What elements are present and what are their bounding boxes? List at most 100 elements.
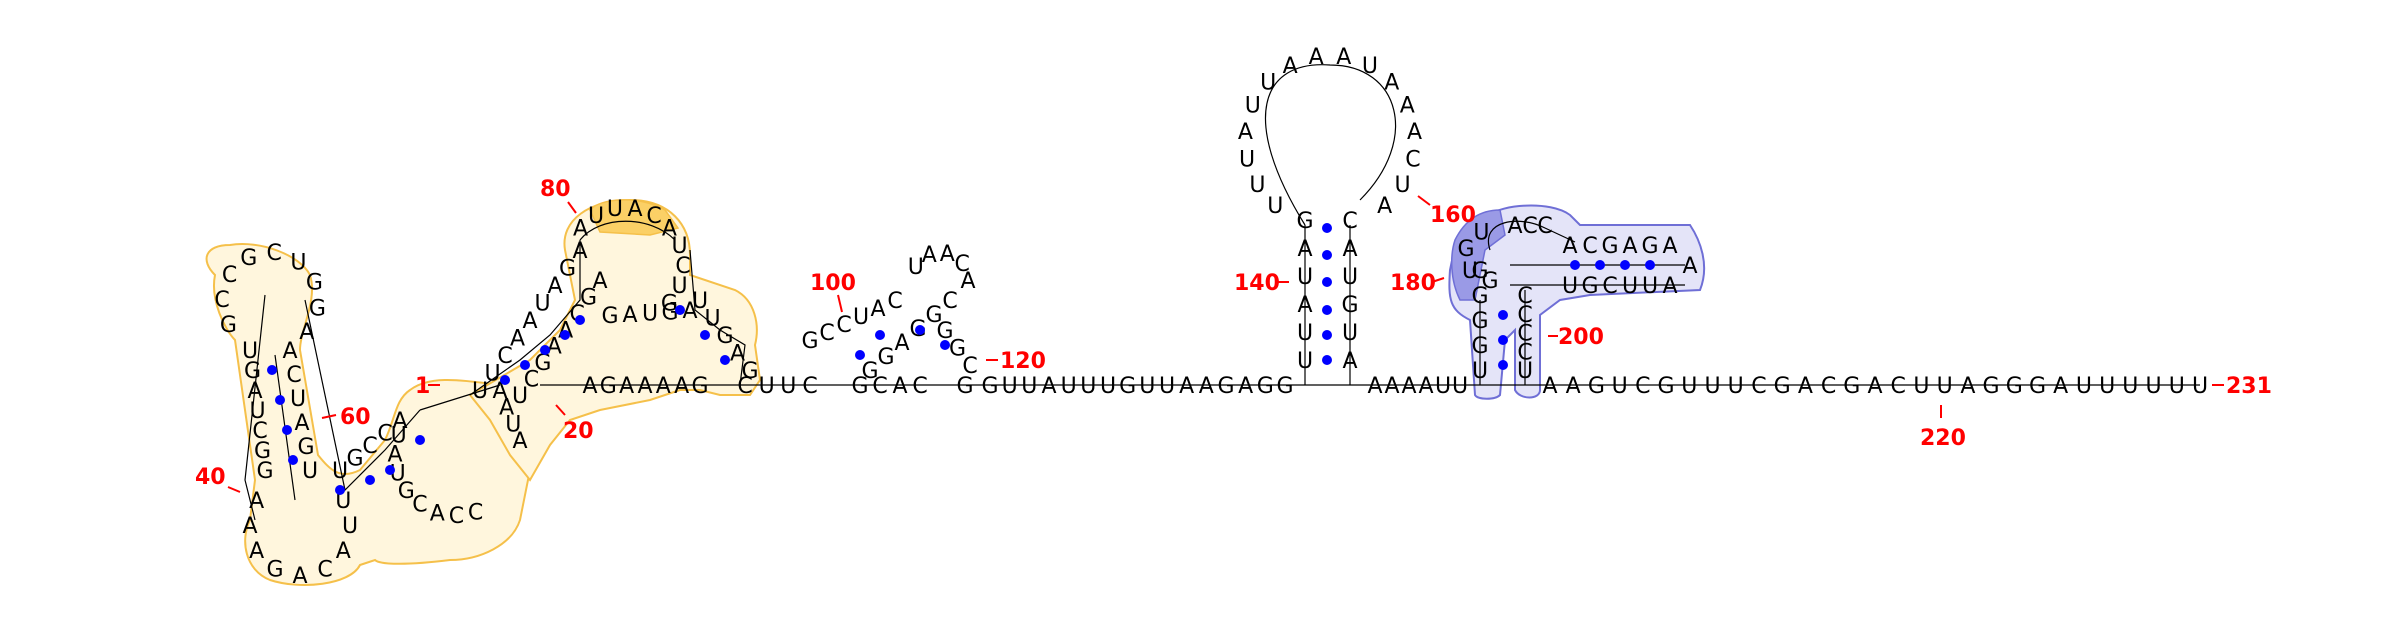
nucleotide-u: U — [1267, 194, 1283, 219]
nucleotide-u: U — [290, 387, 306, 412]
base-pair-dot — [1570, 260, 1580, 270]
base-pair-dot — [365, 475, 375, 485]
nucleotide-g: G — [220, 313, 237, 338]
nucleotide-a: A — [1041, 374, 1056, 399]
nucleotide-g: G — [877, 345, 894, 370]
nucleotide-a: A — [1507, 214, 1522, 239]
nucleotide-u: U — [1061, 374, 1077, 399]
nucleotide-c: C — [872, 374, 887, 399]
nucleotide-a: A — [1377, 194, 1392, 219]
nucleotide-a: A — [249, 489, 264, 514]
nucleotide-c: C — [912, 374, 927, 399]
highlight-region-blue — [1448, 204, 1706, 400]
base-pair-dot — [675, 305, 685, 315]
nucleotide-g: G — [1471, 259, 1488, 284]
nucleotide-a: A — [1662, 274, 1677, 299]
nucleotide-u: U — [534, 292, 550, 317]
base-pair-dot — [500, 375, 510, 385]
nucleotide-a: A — [894, 331, 909, 356]
nucleotide-a: A — [1401, 374, 1416, 399]
nucleotide-c: C — [497, 344, 512, 369]
base-pair-dot — [415, 435, 425, 445]
nucleotide-a: A — [619, 374, 634, 399]
nucleotide-u: U — [242, 339, 258, 364]
nucleotide-u: U — [1704, 374, 1720, 399]
nucleotide-g: G — [306, 271, 323, 296]
nucleotide-c: C — [1517, 340, 1532, 365]
nucleotide-c: C — [214, 288, 229, 313]
nucleotide-c: C — [962, 354, 977, 379]
nucleotide-a: A — [960, 269, 975, 294]
nucleotide-u: U — [671, 234, 687, 259]
nucleotide-a: A — [1960, 374, 1975, 399]
nucleotide-a: A — [547, 335, 562, 360]
nucleotide-a: A — [662, 217, 677, 242]
nucleotide-c: C — [1537, 214, 1552, 239]
nucleotide-a: A — [1336, 45, 1351, 70]
nucleotide-g: G — [851, 374, 868, 399]
nucleotide-g: G — [2006, 374, 2023, 399]
nucleotide-u: U — [1681, 374, 1697, 399]
nucleotide-u: U — [1462, 259, 1478, 284]
position-label-80: 80 — [540, 177, 571, 202]
nucleotide-c: C — [1522, 214, 1537, 239]
nucleotide-c: C — [377, 422, 392, 447]
nucleotide-a: A — [492, 379, 507, 404]
nucleotide-a: A — [282, 339, 297, 364]
nucleotide-a: A — [1283, 54, 1298, 79]
nucleotide-c: C — [317, 557, 332, 582]
nucleotide-u: U — [342, 514, 358, 539]
nucleotide-u: U — [671, 274, 687, 299]
nucleotide-a: A — [682, 299, 697, 324]
nucleotide-g: G — [244, 359, 261, 384]
nucleotide-c: C — [675, 254, 690, 279]
base-pair-dot — [540, 345, 550, 355]
base-pair-dot — [940, 340, 950, 350]
nucleotide-a: A — [656, 374, 671, 399]
nucleotide-u: U — [1002, 374, 1018, 399]
nucleotide-g: G — [1471, 284, 1488, 309]
nucleotide-u: U — [2122, 374, 2138, 399]
position-label-180: 180 — [1390, 271, 1436, 296]
nucleotide-a: A — [1542, 374, 1557, 399]
nucleotide-a: A — [1199, 374, 1214, 399]
base-pair-dot — [275, 395, 285, 405]
nucleotide-a: A — [1682, 254, 1697, 279]
nucleotide-u: U — [2076, 374, 2092, 399]
nucleotide-u: U — [1297, 265, 1313, 290]
nucleotide-c: C — [252, 419, 267, 444]
nucleotide-a: A — [292, 564, 307, 589]
nucleotide-u: U — [1913, 374, 1929, 399]
yellow-strong-highlight — [589, 199, 680, 236]
nucleotide-a: A — [499, 396, 514, 421]
nucleotide-u: U — [1297, 349, 1313, 374]
nucleotide-a: A — [1309, 45, 1324, 70]
nucleotide-g: G — [1581, 274, 1598, 299]
nucleotide-c: C — [449, 504, 464, 529]
nucleotide-g: G — [801, 329, 818, 354]
base-pair-dot — [1322, 223, 1332, 233]
nucleotide-u: U — [607, 197, 623, 222]
base-pair-dot — [915, 325, 925, 335]
nucleotide-u: U — [853, 305, 869, 330]
nucleotide-c: C — [1751, 374, 1766, 399]
backbone-hairpin-140 — [1264, 64, 1396, 385]
nucleotide-a: A — [510, 327, 525, 352]
nucleotide-g: G — [936, 319, 953, 344]
nucleotide-g: G — [1588, 374, 1605, 399]
nucleotide-g: G — [240, 246, 257, 271]
nucleotide-g: G — [1119, 374, 1136, 399]
nucleotide-c: C — [222, 263, 237, 288]
nucleotide-u: U — [290, 250, 306, 275]
nucleotide-a: A — [674, 374, 689, 399]
base-pair-dot — [1322, 250, 1332, 260]
nucleotide-a: A — [1384, 374, 1399, 399]
nucleotide-g: G — [661, 291, 678, 316]
nucleotide-u: U — [512, 384, 528, 409]
nucleotide-c: C — [412, 493, 427, 518]
nucleotide-g: G — [741, 359, 758, 384]
nucleotide-g: G — [1843, 374, 1860, 399]
nucleotide-g: G — [981, 374, 998, 399]
nucleotide-g: G — [925, 303, 942, 328]
position-label-160: 160 — [1430, 203, 1476, 228]
